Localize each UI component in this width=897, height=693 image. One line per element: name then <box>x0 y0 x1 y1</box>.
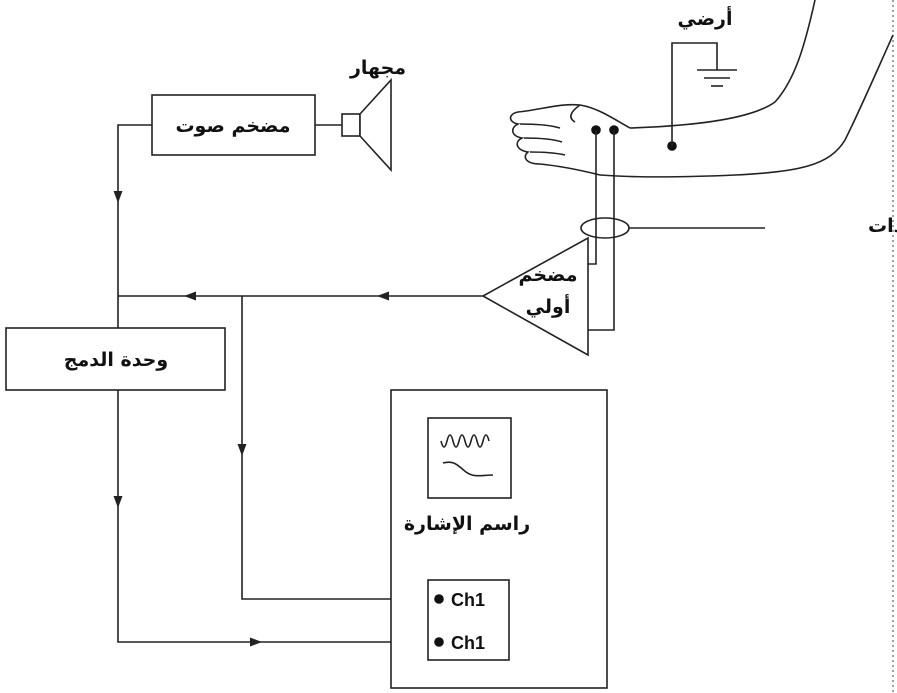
electrodes-label: اليكترودات <box>868 215 897 237</box>
electrode-wire-2 <box>588 130 615 331</box>
electrode-wire-1 <box>588 130 597 265</box>
ch2-input-dot <box>434 637 444 647</box>
ground-symbol <box>671 42 737 146</box>
arrow-head <box>113 496 123 508</box>
cable-bundle <box>580 217 630 239</box>
arrow-head <box>113 191 123 203</box>
arrow-head <box>184 291 196 301</box>
oscilloscope-label: راسم الإشارة <box>404 513 530 535</box>
oscilloscope-screen <box>427 417 512 499</box>
arrow-head <box>237 444 247 456</box>
ch1-label: Ch1 <box>451 590 485 610</box>
arm-illustration <box>509 0 894 178</box>
screen-trace-integrated <box>442 461 494 477</box>
preamplifier-triangle <box>481 236 589 357</box>
speaker-label: مجهار <box>349 57 406 79</box>
arrow-head <box>377 291 389 301</box>
arrow-head <box>250 637 262 647</box>
integration-to-ch2 <box>117 390 430 643</box>
ch1-input-dot <box>434 594 444 604</box>
integration-unit-label: وحدة الدمج <box>64 349 168 371</box>
preamp-label-line2: أولي <box>526 294 571 318</box>
screen-trace-raw <box>440 434 490 448</box>
speaker-icon <box>341 77 392 173</box>
preamp-label-line1: مضخم <box>518 264 577 286</box>
left-vertical-upper <box>117 124 152 328</box>
audio-amplifier-label: مضخم صوت <box>175 115 290 137</box>
branch-to-ch1 <box>241 296 430 600</box>
ch2-label: Ch1 <box>451 633 485 653</box>
ground-label: أرضي <box>677 6 732 30</box>
integration-unit-box <box>5 327 226 391</box>
audio-amplifier-box <box>151 94 316 156</box>
channel-panel <box>427 579 510 661</box>
